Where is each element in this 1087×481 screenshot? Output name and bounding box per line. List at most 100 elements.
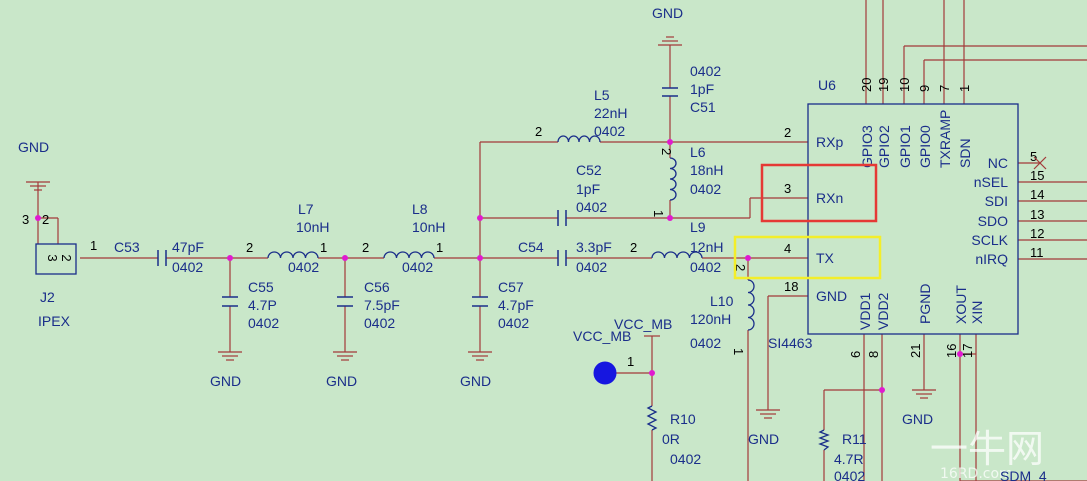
u6-pin-name-pgnd: PGND [917,284,933,324]
u6-pins: 2RXp3RXn4TX18GND20GPIO319GPIO210GPIO19GP… [784,78,1044,358]
c55-ref: C55 [248,279,274,295]
u6-pin-num-18: 18 [784,279,798,294]
r11-pkg: 0402 [834,468,865,481]
u6-pin-num-3: 3 [784,181,791,196]
u6-pin-num-20: 20 [859,78,874,92]
gnd-label-c57: GND [460,373,491,389]
r10-symbol [646,405,658,431]
u6-pin-name-rxn: RXn [816,190,843,206]
u6-value: SI4463 [768,335,813,351]
j2-pin3-num: 3 [22,212,29,227]
l5-pkg: 0402 [594,123,625,139]
inductor-symbols [267,135,755,331]
u6-pin-name-rxp: RXp [816,134,843,150]
gnd-pin18 [756,409,780,419]
highlights [733,163,882,280]
c54-value: 3.3pF [576,239,612,255]
l7-symbol [267,251,319,259]
u6-pin-num-19: 19 [876,78,891,92]
net-labels: GND GND GND GND GND GND GND VCC_MB VCC_M… [18,5,933,447]
gnd-label-c51: GND [652,5,683,21]
ground-symbols [26,36,936,419]
gnd-c55 [218,351,242,361]
l7-pkg: 0402 [288,259,319,275]
l10-pin2: 2 [733,264,748,271]
u6-pin-name-vdd2: VDD2 [875,292,891,330]
c51-pkg: 0402 [690,63,721,79]
gnd-label-pgnd: GND [902,411,933,427]
u6-pin-num-8: 8 [866,351,881,358]
u6-chip: U6 SI4463 [768,77,1019,351]
c54-ref: C54 [518,239,544,255]
u6-pin-name-gpio0: GPIO0 [917,125,933,168]
c56-ref: C56 [364,279,390,295]
l9-symbol [651,251,703,259]
u6-pin-name-sdo: SDO [978,213,1008,229]
c53-value: 47pF [172,239,204,255]
u6-pin-num-5: 5 [1030,149,1037,164]
j2-connector: 3 2 3 2 1 J2 IPEX [22,212,97,329]
u6-pin-num-6: 6 [848,351,863,358]
l6-pin2: 2 [659,148,674,155]
u6-pin-name-tx: TX [816,250,835,266]
rxn-highlight-box [760,163,878,223]
wires [37,0,1087,481]
c53-symbol [157,250,167,266]
l6-pkg: 0402 [690,181,721,197]
u6-pin-name-nirq: nIRQ [975,251,1008,267]
r11-value: 4.7R [834,451,864,467]
u6-pin-num-13: 13 [1030,207,1044,222]
c57-pkg: 0402 [498,315,529,331]
u6-pin-num-11: 11 [1030,245,1044,260]
c54-symbol [557,250,567,266]
u6-pin-name-xout: XOUT [953,285,969,324]
c56-symbol [337,296,353,307]
l10-symbol [747,279,755,331]
tx-highlight-box [733,235,882,280]
gnd-label-c55: GND [210,373,241,389]
c52-symbol [557,210,567,226]
c51-value: 1pF [690,81,714,97]
u6-ref: U6 [818,77,836,93]
u6-pin-name-gpio3: GPIO3 [859,125,875,168]
u6-pin-name-nc: NC [988,155,1008,171]
partial-sdm-label: SDM_4 [1000,468,1047,481]
l8-pin2: 2 [362,240,369,255]
u6-pin-num-15: 15 [1030,168,1044,183]
resistor-symbols [646,405,830,451]
gnd-label-c56: GND [326,373,357,389]
l8-pin1: 1 [436,240,443,255]
c54-pkg: 0402 [576,259,607,275]
r11-ref: R11 [842,431,867,447]
c55-pkg: 0402 [248,315,279,331]
r11-symbol [818,429,830,451]
gnd-label-j2: GND [18,139,49,155]
u6-pin-num-12: 12 [1030,226,1044,241]
gnd-c56 [333,351,357,361]
c51-symbol [662,87,678,97]
u6-pin-name-txramp: TXRAMP [937,110,953,168]
watermark: 一牛网 16RD.com [930,427,1044,481]
junctions [35,139,963,393]
j2-ref: J2 [40,289,55,305]
gnd-j2 [26,181,50,191]
l9-pin2: 2 [630,240,637,255]
u6-pin-num-1: 1 [957,85,972,92]
gnd-pgnd [912,389,936,399]
l9-pkg: 0402 [690,259,721,275]
u6-pin-name-sclk: SCLK [971,232,1008,248]
j2-pin1-num: 1 [90,238,97,253]
r10-pkg: 0402 [670,451,701,467]
u6-pin-name-gnd: GND [816,288,847,304]
l7-pin2: 2 [246,240,253,255]
j2-pin2-label: 2 [59,254,74,261]
l8-pkg: 0402 [402,259,433,275]
c55-value: 4.7P [248,297,277,313]
u6-pin-name-sdi: SDI [985,193,1008,209]
u6-pin-num-2: 2 [784,125,791,140]
l8-ref: L8 [412,201,428,217]
l9-value: 12nH [690,239,723,255]
l6-pin1: 1 [651,210,666,217]
c57-symbol [472,296,488,307]
